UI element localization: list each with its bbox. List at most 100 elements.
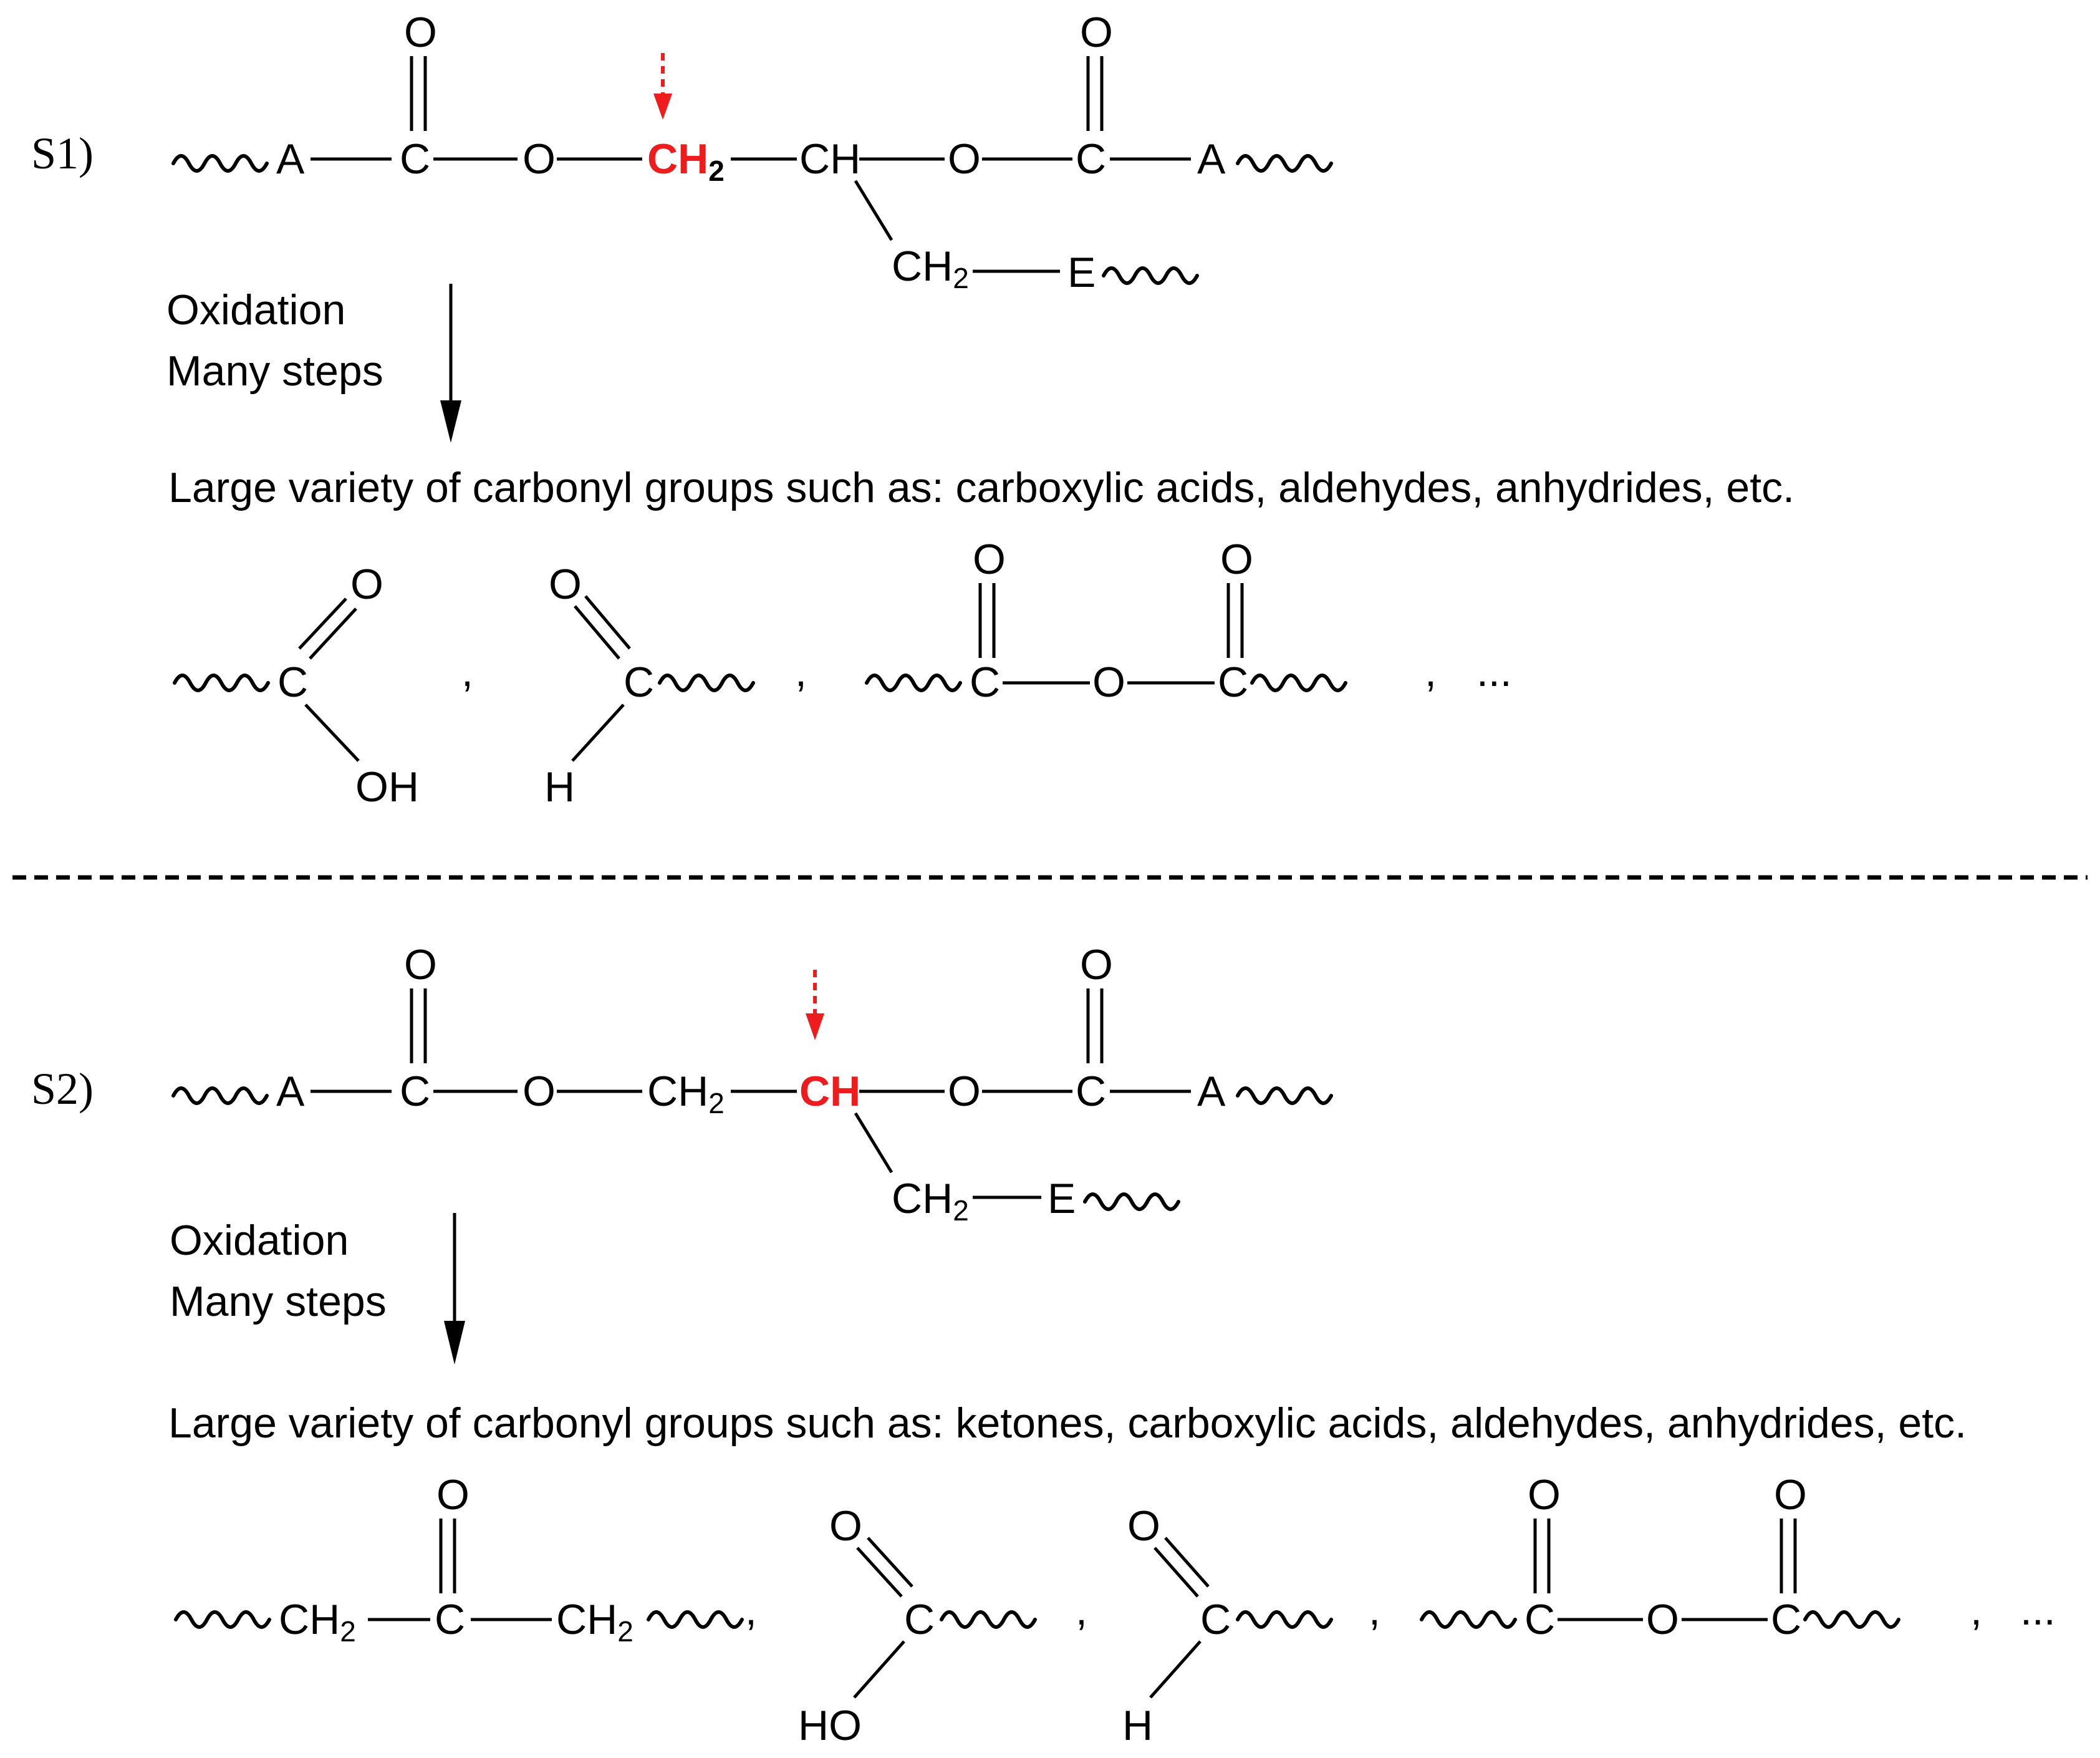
separator-comma: , [461,648,473,695]
atom-c: C [277,659,308,706]
atom-h: H [544,763,575,811]
separator-comma: , [1076,1587,1087,1634]
atom-c: C [1771,1596,1801,1643]
separator-comma: , [795,648,807,695]
atom-ch: CH [799,135,860,183]
atom-e: E [1048,1175,1076,1222]
atom-o: O [1220,536,1253,583]
atom-ch2: CH2 [892,243,969,294]
separator-comma: , [1425,648,1437,695]
separator-comma: , [1369,1587,1380,1634]
reaction-condition: Many steps [170,1278,387,1325]
atom-a: A [1197,135,1226,183]
continuation-ellipsis: ... [2020,1587,2056,1634]
highlighted-ch: CH [799,1068,860,1115]
atom-ch2: CH2 [647,1068,725,1119]
atom-e: E [1067,249,1096,296]
wavy-bond [175,675,268,690]
atom-a: A [276,1068,305,1115]
atom-o: O [948,1068,981,1115]
scheme-s2: S2) A C O O CH2 CH O C O A [31,941,2056,1749]
atom-ch2: CH2 [556,1596,633,1648]
s1-products: C O OH , O C H , C [175,536,1512,811]
s1-reaction-arrow: Oxidation Many steps [166,284,461,443]
atom-o: O [1774,1471,1807,1519]
wavy-bond [942,1612,1035,1627]
atom-o: O [948,135,981,183]
products-description: Large variety of carbonyl groups such as… [168,464,1794,511]
aldehyde-structure: O C H [544,561,753,811]
highlighted-ch2: CH2 [647,135,725,187]
atom-o: O [404,9,437,56]
atom-c: C [1218,659,1248,706]
wavy-bond [1422,1612,1515,1627]
atom-o: O [1092,659,1125,706]
atom-o: O [973,536,1006,583]
atom-o: O [829,1502,862,1550]
wavy-bond [176,1612,269,1627]
wavy-bond [1252,675,1346,690]
atom-h: H [1122,1702,1153,1749]
atom-c: C [1076,135,1106,183]
atom-o: O [436,1471,470,1519]
carboxylic-acid-structure: C O OH [175,561,419,811]
atom-o: O [1127,1502,1160,1550]
reaction-condition: Oxidation [170,1217,349,1264]
atom-c: C [1200,1596,1231,1643]
s1-polymer-chain: A C O O CH2 CH O C O A CH2 [173,9,1331,296]
atom-c: C [400,1068,430,1115]
atom-a: A [276,135,305,183]
atom-ho: HO [798,1702,862,1749]
wavy-bond [660,675,753,690]
wavy-bond [648,1612,742,1627]
wavy-bond [867,675,960,690]
wavy-bond [1805,1612,1899,1627]
anhydride-structure: C O O C O [1422,1471,1899,1643]
s2-products: CH2 C O CH2 , O C HO , [176,1471,2056,1749]
ketone-structure: CH2 C O CH2 [176,1471,742,1648]
atom-c: C [904,1596,935,1643]
atom-o: O [1080,9,1113,56]
atom-c: C [1076,1068,1106,1115]
wavy-bond [1238,1088,1331,1103]
scheme-label-s1: S1) [31,128,94,178]
separator-comma: , [745,1587,757,1634]
continuation-ellipsis: ... [1476,648,1512,695]
attack-site-arrowhead [806,1013,824,1040]
atom-o: O [1528,1471,1561,1519]
atom-o: O [1080,941,1113,988]
atom-c: C [1524,1596,1555,1643]
scheme-label-s2: S2) [31,1064,94,1114]
reaction-condition: Oxidation [166,286,345,334]
separator-comma: , [1970,1587,1982,1634]
atom-c: C [624,659,654,706]
atom-c: C [400,135,430,183]
wavy-bond [1238,156,1331,171]
wavy-bond [173,1088,267,1103]
atom-oh: OH [355,763,419,811]
carboxylic-acid-structure: O C HO [798,1502,1035,1749]
attack-site-arrowhead [653,94,672,120]
scheme-s1: S1) A C O O CH2 CH O C O A [31,9,1794,811]
wavy-bond [1085,1194,1178,1209]
atom-o: O [404,941,437,988]
atom-ch2: CH2 [279,1596,356,1648]
atom-o: O [350,561,383,608]
atom-a: A [1197,1068,1226,1115]
atom-o: O [523,1068,556,1115]
reaction-condition: Many steps [166,347,383,395]
atom-ch2: CH2 [892,1175,969,1227]
s2-polymer-chain: A C O O CH2 CH O C O A CH2 [173,941,1331,1227]
aldehyde-structure: O C H [1122,1502,1331,1749]
wavy-bond [1104,268,1197,283]
atom-o: O [549,561,582,608]
s2-reaction-arrow: Oxidation Many steps [170,1213,465,1364]
anhydride-structure: C O O C O [867,536,1346,706]
wavy-bond [1238,1612,1331,1627]
atom-c: C [435,1596,465,1643]
atom-o: O [523,135,556,183]
products-description: Large variety of carbonyl groups such as… [168,1399,1967,1447]
atom-c: C [970,659,1000,706]
wavy-bond [173,156,267,171]
